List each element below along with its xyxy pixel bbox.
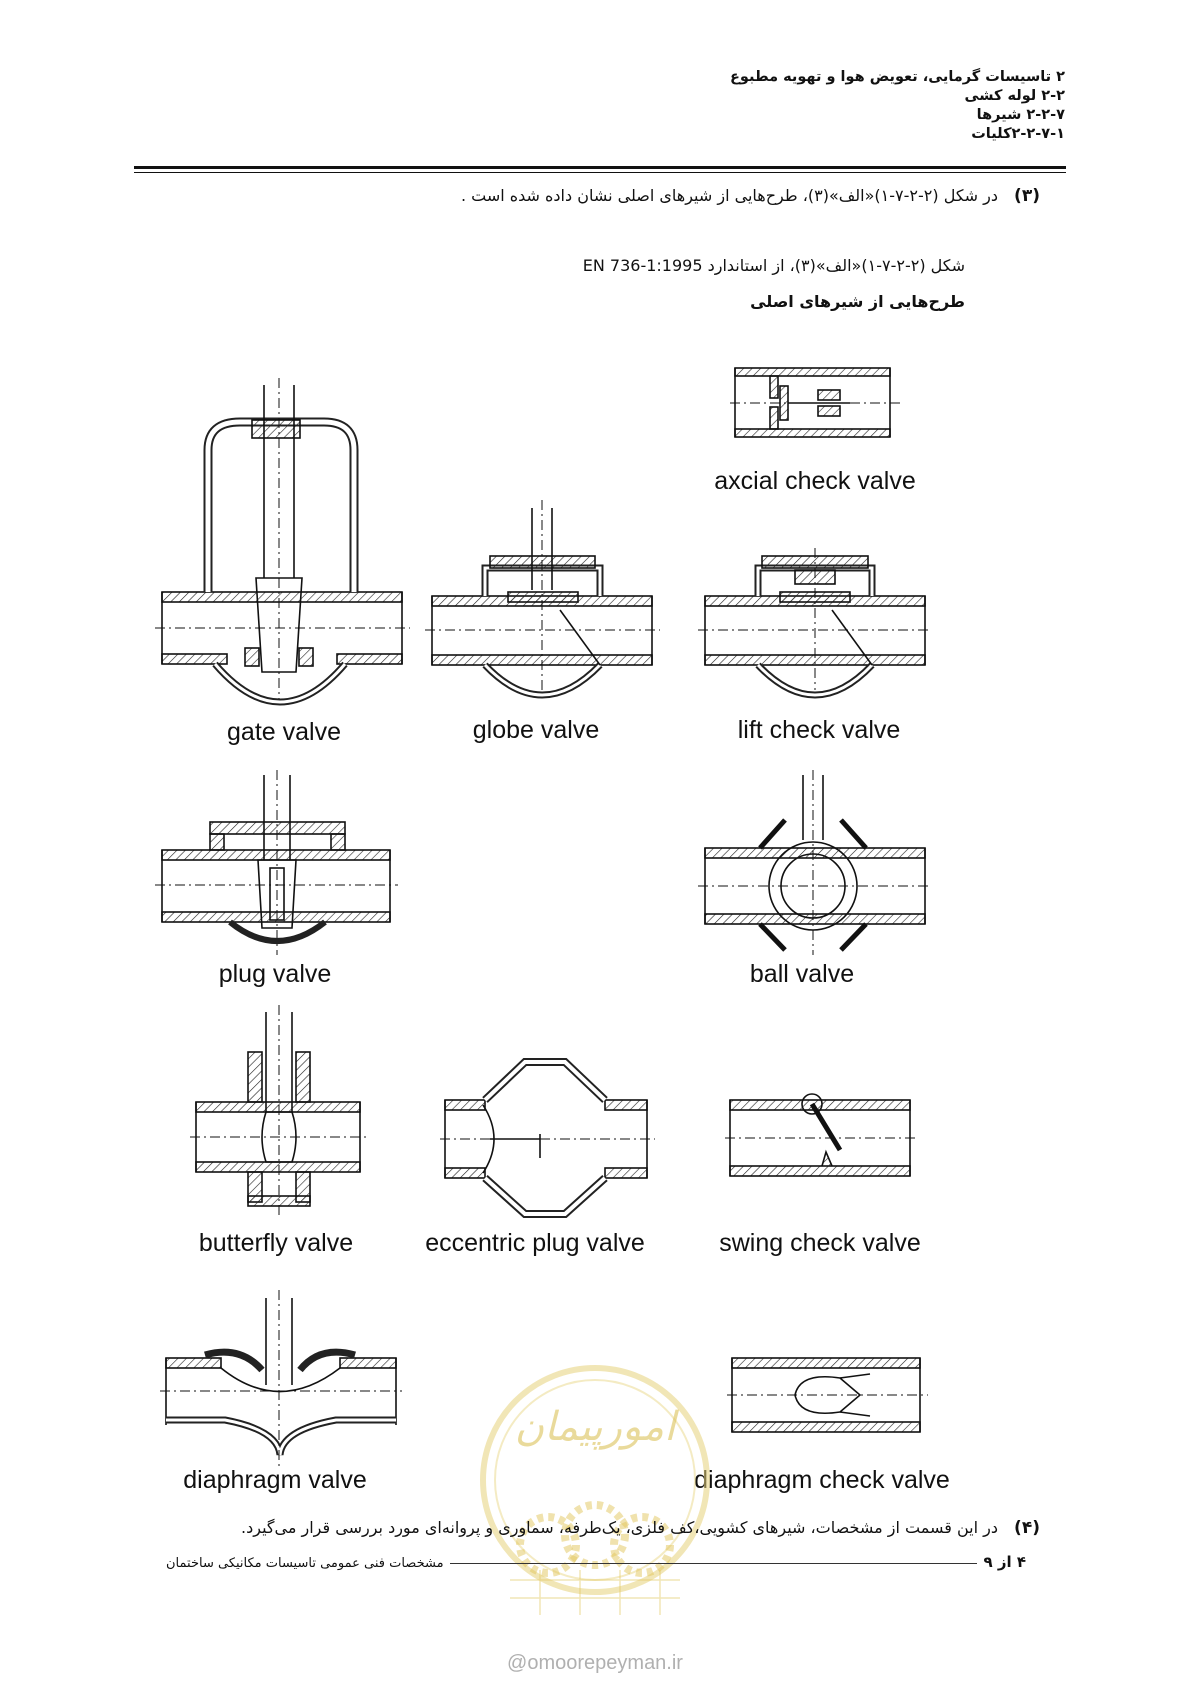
valve-label-butterfly: butterfly valve	[198, 1229, 354, 1257]
paragraph-3-text: در شکل (۲-۲-۷-۱)«الف»(۳)، طرح‌هایی از شی…	[460, 186, 998, 205]
valve-label-diaphragm-check: diaphragm check valve	[694, 1466, 950, 1494]
diaphragm-valve-drawing	[160, 1290, 402, 1470]
paragraph-4-text: در این قسمت از مشخصات، شیرهای کشویی،کف ف…	[241, 1518, 998, 1537]
axial-check-valve-drawing	[730, 367, 900, 438]
swing-check-valve-drawing	[725, 1093, 918, 1177]
paragraph-3-number: (۳)	[1014, 186, 1040, 206]
eccentric-plug-valve-drawing	[440, 1058, 655, 1218]
valve-label-ball: ball valve	[749, 960, 855, 988]
watermark-url-text: omoorepeyman.ir	[527, 1652, 683, 1674]
lift-check-valve-drawing	[698, 548, 932, 699]
header-line-2: ۲-۲ لوله کشی	[964, 88, 1065, 104]
butterfly-valve-drawing	[190, 1005, 368, 1215]
footer-rule	[240, 1563, 990, 1564]
watermark-logo: امورپیمان	[480, 1365, 710, 1615]
globe-valve-drawing	[425, 500, 660, 699]
valve-label-swing-check: swing check valve	[719, 1229, 921, 1257]
valve-label-eccentric-plug: eccentric plug valve	[425, 1229, 645, 1257]
page-number: ۴ از ۹	[977, 1553, 1032, 1571]
at-icon: @	[507, 1652, 528, 1674]
valve-label-lift-check: lift check valve	[737, 716, 901, 744]
footer-title: مشخصات فنی عمومی تاسیسات مکانیکی ساختمان	[160, 1556, 450, 1571]
figure-caption: شکل (۲-۲-۷-۱)«الف»(۳)، از استاندارد EN 7…	[582, 256, 965, 275]
header-rule-thick	[134, 166, 1066, 169]
gate-valve-drawing	[155, 378, 410, 706]
valve-label-gate: gate valve	[227, 718, 341, 746]
diaphragm-check-valve-drawing	[727, 1357, 928, 1433]
paragraph-4-number: (۴)	[1014, 1518, 1040, 1538]
header-line-3: ۲-۲-۷ شیرها	[976, 107, 1065, 123]
watermark-url: @omoorepeyman.ir	[507, 1652, 683, 1675]
valve-label-plug: plug valve	[218, 960, 332, 988]
plug-valve-drawing	[155, 770, 398, 955]
header-line-1: ۲ تاسیسات گرمایی، تعویض هوا و تهویه مطبو…	[730, 69, 1065, 85]
header-line-4: ۲-۲-۷-۱کلیات	[971, 126, 1065, 142]
valve-label-diaphragm: diaphragm valve	[183, 1466, 367, 1494]
ball-valve-drawing	[698, 770, 932, 955]
section-header: ۲ تاسیسات گرمایی، تعویض هوا و تهویه مطبو…	[730, 68, 1065, 144]
header-rule-thin	[134, 172, 1066, 173]
figure-title: طرح‌هایی از شیرهای اصلی	[750, 292, 965, 311]
watermark-text: امورپیمان	[515, 1404, 679, 1450]
valve-label-globe: globe valve	[472, 716, 600, 744]
valve-label-axial-check: axcial check valve	[714, 467, 916, 495]
